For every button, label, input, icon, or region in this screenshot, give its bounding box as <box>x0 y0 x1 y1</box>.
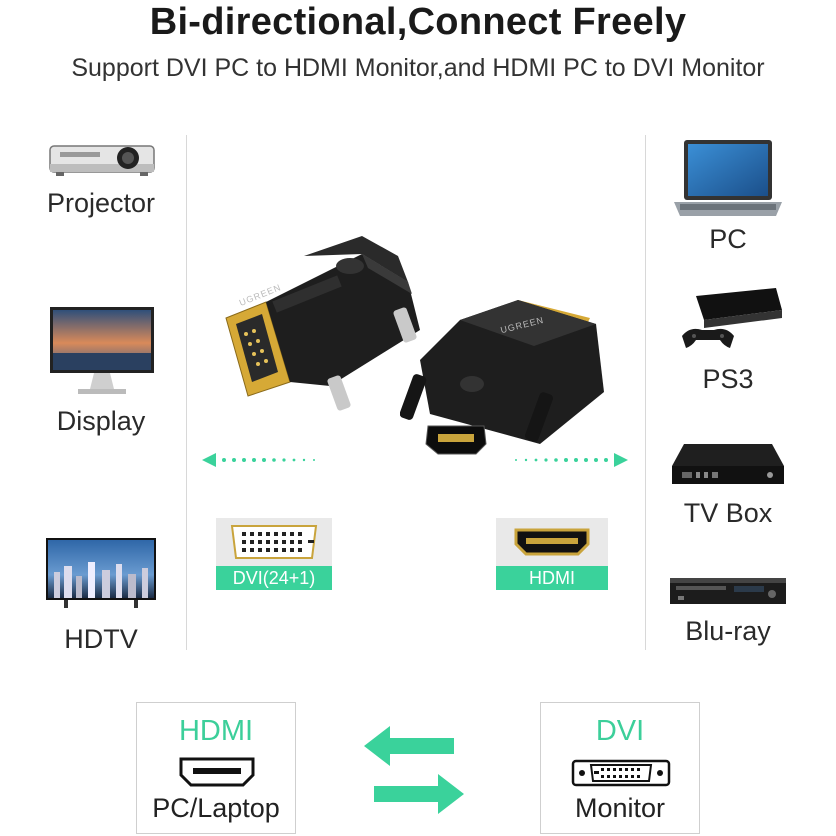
page-title: Bi-directional,Connect Freely <box>149 1 687 43</box>
device-label-display: Display <box>56 406 146 436</box>
dvi-adapter-image <box>212 226 432 416</box>
device-label-projector: Projector <box>46 188 156 218</box>
hdmi-port-icon <box>177 755 257 789</box>
laptop-icon <box>672 138 784 220</box>
left-direction-arrow <box>200 452 320 468</box>
dvi-port-label: DVI(24+1) <box>216 566 332 590</box>
monitor-label: Monitor <box>574 793 666 823</box>
hdmi-source-label: HDMI <box>178 715 254 747</box>
dvi-port-thumbnail <box>216 518 332 566</box>
right-divider <box>645 135 646 650</box>
swap-arrows-icon <box>358 720 470 820</box>
display-icon <box>48 305 156 397</box>
ps3-console-icon <box>676 286 784 362</box>
pc-laptop-label: PC/Laptop <box>152 793 280 823</box>
dvi-display-label: DVI <box>595 715 645 747</box>
hdmi-port-thumbnail <box>496 518 608 566</box>
tv-box-icon <box>670 440 786 490</box>
dvi-port-icon <box>571 757 671 789</box>
device-label-ps3: PS3 <box>702 364 754 394</box>
device-label-pc: PC <box>709 224 747 254</box>
page-subtitle: Support DVI PC to HDMI Monitor,and HDMI … <box>71 54 765 82</box>
right-direction-arrow <box>510 452 630 468</box>
device-label-blu-ray: Blu-ray <box>685 616 771 646</box>
left-divider <box>186 135 187 650</box>
hdmi-port-label: HDMI <box>496 566 608 590</box>
hdtv-icon <box>44 536 158 610</box>
hdmi-adapter-image <box>399 296 612 466</box>
device-label-hdtv: HDTV <box>64 624 138 654</box>
blu-ray-player-icon <box>668 574 788 608</box>
hdmi-source-box: HDMI PC/Laptop <box>136 702 296 834</box>
projector-icon <box>46 138 158 180</box>
dvi-display-box: DVI Monitor <box>540 702 700 834</box>
device-label-tv-box: TV Box <box>683 498 773 528</box>
